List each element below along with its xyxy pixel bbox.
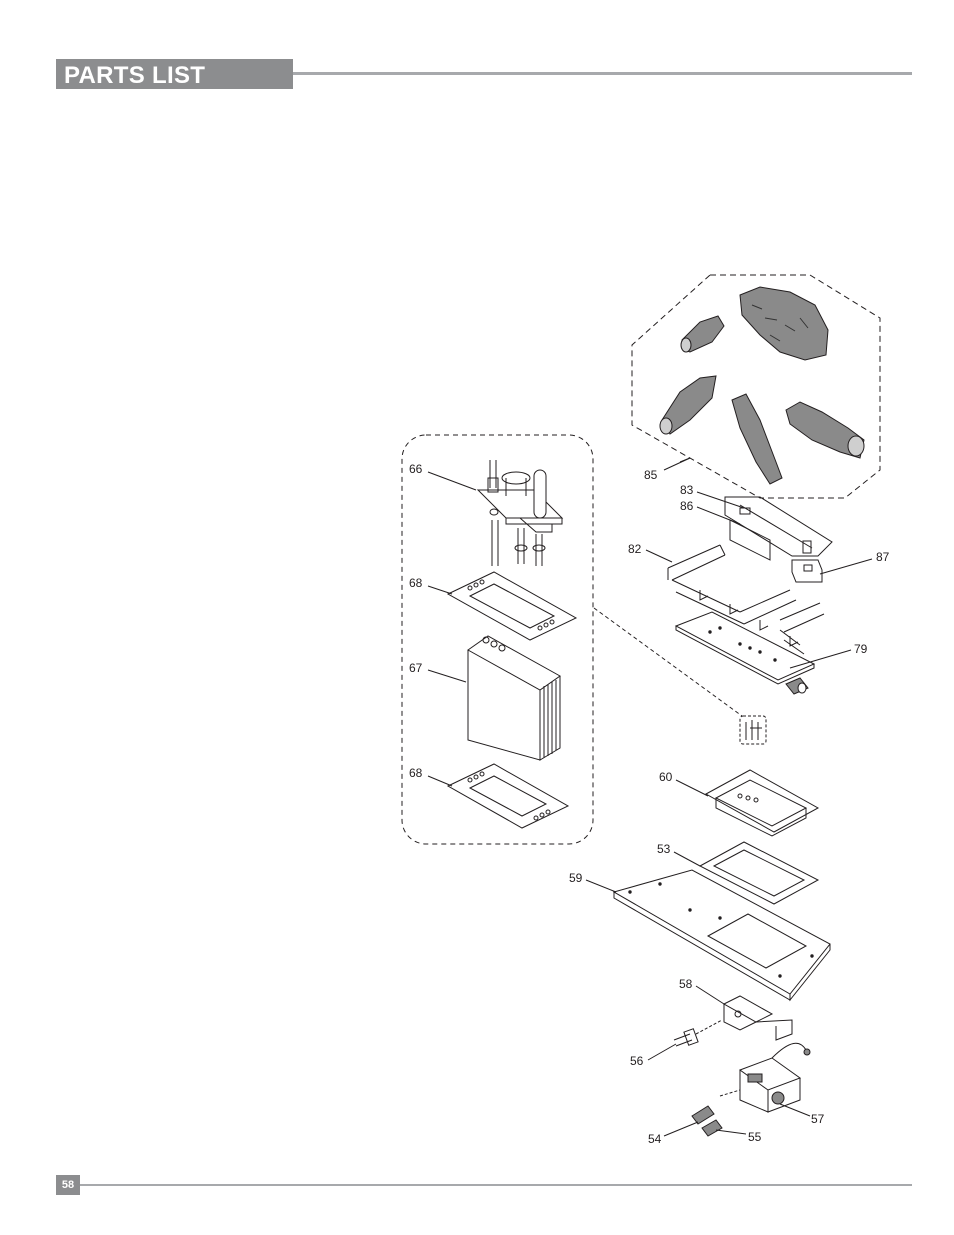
pilot-assembly-66 xyxy=(476,460,564,566)
page-title: PARTS LIST xyxy=(64,62,206,89)
pilot-detail-icon xyxy=(739,715,767,745)
footer-rule xyxy=(80,1184,912,1186)
callout-56: 56 xyxy=(630,1054,644,1068)
gasket-53 xyxy=(698,841,820,905)
log-small-top-icon xyxy=(680,315,725,353)
valve-tray-59 xyxy=(612,869,831,1002)
callout-86: 86 xyxy=(680,499,694,513)
pilot-kit-boundary xyxy=(401,434,594,845)
fitting-55 xyxy=(701,1119,723,1137)
callout-85: 85 xyxy=(644,468,658,482)
burner-tube-82 xyxy=(667,544,825,655)
gas-valve-57 xyxy=(719,1042,811,1113)
ember-bracket-83 xyxy=(724,496,833,557)
ember-panel-86 xyxy=(729,519,771,561)
callout-66: 66 xyxy=(409,462,423,476)
callout-60: 60 xyxy=(659,770,673,784)
callout-79: 79 xyxy=(854,642,868,656)
callout-68-bottom: 68 xyxy=(409,766,423,780)
log-center-icon xyxy=(731,393,783,485)
callout-53: 53 xyxy=(657,842,671,856)
detail-connector-line xyxy=(593,607,743,717)
log-set-boundary xyxy=(631,274,881,499)
gasket-68-top xyxy=(446,571,578,641)
ember-panel-87 xyxy=(791,559,823,583)
log-right-icon xyxy=(785,401,865,459)
burner-pan-79 xyxy=(674,611,816,695)
callout-54: 54 xyxy=(648,1132,662,1146)
thermocouple-56 xyxy=(673,1019,723,1047)
callout-68-top: 68 xyxy=(409,576,423,590)
callout-67: 67 xyxy=(409,661,423,675)
page-number-badge: 58 xyxy=(56,1175,80,1195)
fitting-54 xyxy=(691,1105,715,1125)
leader-lines xyxy=(427,457,873,1137)
callout-59: 59 xyxy=(569,871,583,885)
callout-83: 83 xyxy=(680,483,694,497)
header-rule xyxy=(293,72,912,75)
log-left-icon xyxy=(659,375,717,435)
mounting-frame-60 xyxy=(704,769,820,837)
section-header-bar: PARTS LIST xyxy=(56,59,293,89)
callout-57: 57 xyxy=(811,1112,825,1126)
log-large-icon xyxy=(739,286,829,361)
gasket-68-bottom xyxy=(446,763,570,829)
heat-shield-67 xyxy=(467,635,561,761)
callout-58: 58 xyxy=(679,977,693,991)
callout-55: 55 xyxy=(748,1130,762,1144)
callout-82: 82 xyxy=(628,542,642,556)
callout-87: 87 xyxy=(876,550,890,564)
bracket-58 xyxy=(722,995,793,1041)
